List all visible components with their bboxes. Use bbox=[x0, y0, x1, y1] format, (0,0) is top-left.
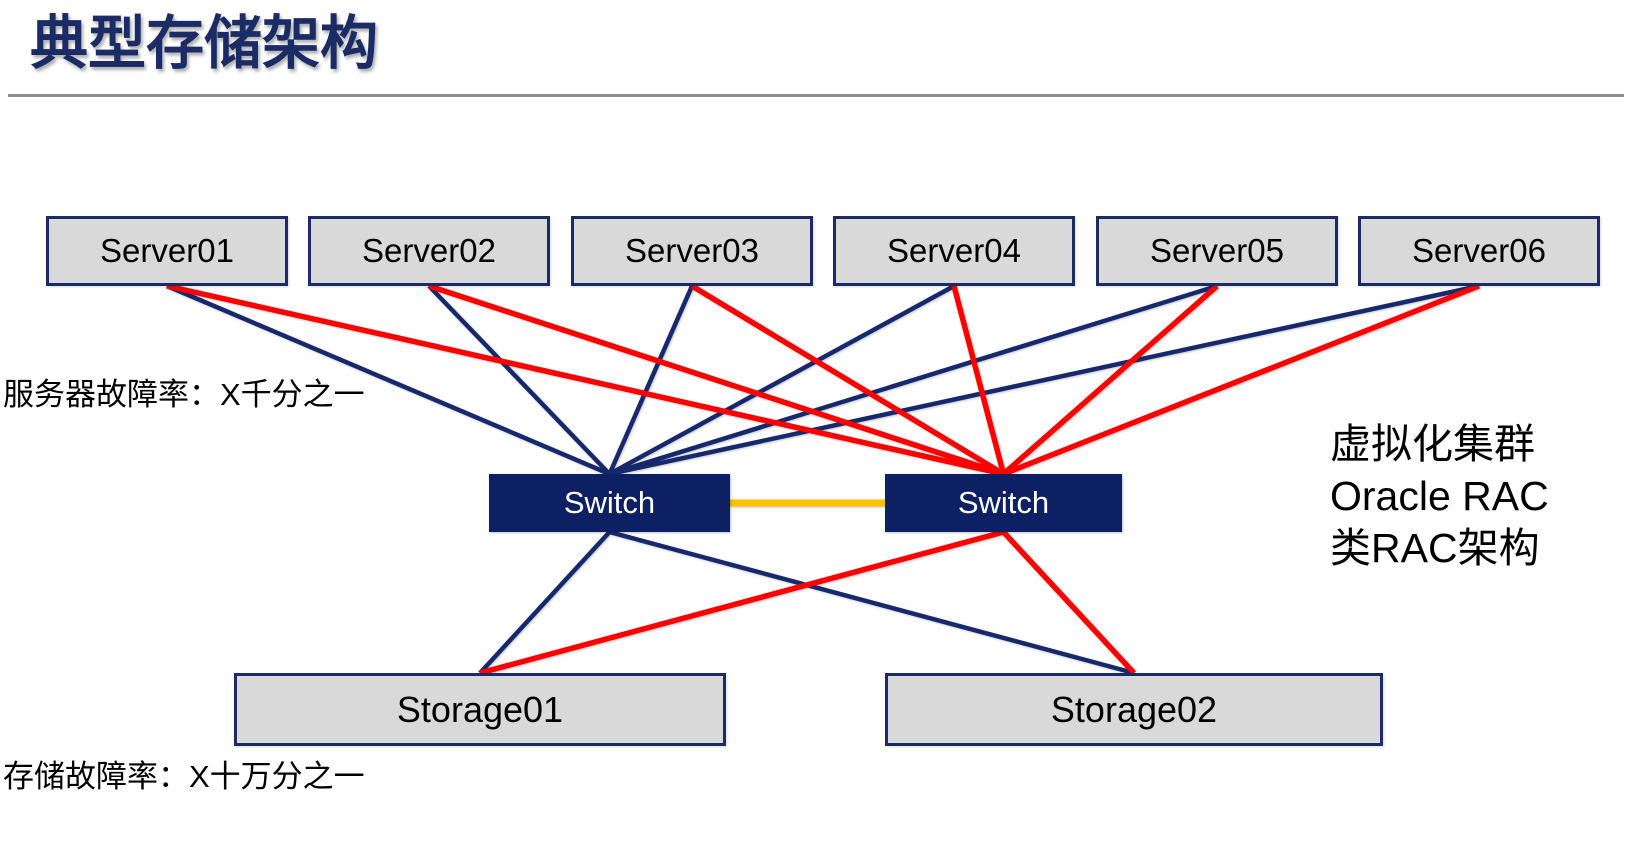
node-storage02: Storage02 bbox=[885, 673, 1383, 746]
node-server02: Server02 bbox=[308, 216, 550, 286]
node-storage01: Storage01 bbox=[234, 673, 726, 746]
architecture-note-line: 虚拟化集群 bbox=[1330, 421, 1535, 467]
title-divider bbox=[8, 94, 1624, 97]
link-server1-switch1 bbox=[166, 283, 611, 477]
link-server4-switch2 bbox=[951, 285, 1007, 475]
node-label: Switch bbox=[563, 485, 656, 520]
node-label: Switch bbox=[957, 485, 1050, 520]
link-switch1-storage2 bbox=[608, 529, 1135, 676]
link-server2-switch1 bbox=[427, 284, 612, 476]
link-server4-switch1 bbox=[608, 284, 956, 476]
link-server5-switch1 bbox=[608, 283, 1218, 477]
node-server04: Server04 bbox=[833, 216, 1075, 286]
link-switch2-storage2 bbox=[1001, 530, 1137, 675]
node-label: Server04 bbox=[887, 232, 1021, 269]
link-server6-switch2 bbox=[1002, 283, 1481, 477]
link-server1-switch2 bbox=[166, 283, 1005, 477]
node-label: Server02 bbox=[362, 232, 496, 269]
page-title: 典型存储架构 bbox=[30, 11, 379, 76]
node-label: Server06 bbox=[1412, 232, 1546, 269]
link-server2-switch2 bbox=[428, 283, 1005, 477]
node-label: Storage01 bbox=[396, 688, 564, 730]
node-label: Server05 bbox=[1150, 232, 1284, 269]
link-server5-switch2 bbox=[1001, 283, 1219, 477]
storage-failure-rate-label: 存储故障率：X十万分之一 bbox=[3, 759, 365, 794]
architecture-note-line: 类RAC架构 bbox=[1330, 525, 1540, 571]
node-switch-right: Switch bbox=[885, 474, 1122, 532]
node-server05: Server05 bbox=[1096, 216, 1338, 286]
link-switch1-storage1 bbox=[478, 530, 612, 675]
link-server3-switch1 bbox=[607, 285, 695, 475]
architecture-note: 虚拟化集群 Oracle RAC 类RAC架构 bbox=[1330, 418, 1549, 574]
node-label: Server03 bbox=[625, 232, 759, 269]
link-server6-switch1 bbox=[609, 283, 1480, 477]
node-switch-left: Switch bbox=[489, 474, 730, 532]
link-switch2-storage1 bbox=[479, 529, 1005, 676]
node-label: Server01 bbox=[100, 232, 234, 269]
link-server3-switch2 bbox=[690, 283, 1005, 477]
architecture-note-line: Oracle RAC bbox=[1330, 473, 1549, 519]
node-server03: Server03 bbox=[571, 216, 813, 286]
server-failure-rate-label: 服务器故障率：X千分之一 bbox=[3, 377, 365, 412]
node-server06: Server06 bbox=[1358, 216, 1600, 286]
node-label: Storage02 bbox=[1050, 688, 1218, 730]
node-server01: Server01 bbox=[46, 216, 288, 286]
